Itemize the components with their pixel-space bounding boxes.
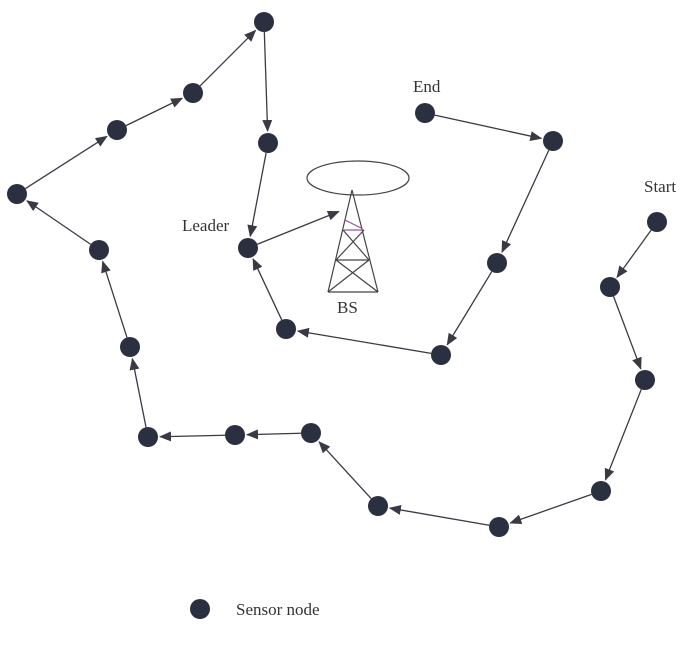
sensor-node — [487, 253, 507, 273]
base-station-tower-icon — [306, 160, 410, 293]
leader-label: Leader — [182, 216, 230, 235]
chain-arrow — [245, 429, 302, 440]
chain-arrow — [25, 135, 108, 190]
sensor-node — [543, 131, 563, 151]
chain-arrow — [26, 200, 92, 245]
legend-sensor-node-label: Sensor node — [236, 600, 320, 619]
leader-to-bs-arrow — [257, 210, 340, 245]
sensor-node — [138, 427, 158, 447]
base-station-label: BS — [337, 298, 358, 317]
chain-arrow — [247, 152, 267, 238]
sensor-node — [183, 83, 203, 103]
chain-arrow — [612, 296, 642, 370]
sensor-node — [89, 240, 109, 260]
sensor-node — [225, 425, 245, 445]
legend-sensor-node-icon — [190, 599, 210, 619]
chain-arrow — [129, 357, 147, 428]
sensor-node — [276, 319, 296, 339]
end-sensor-node — [415, 103, 435, 123]
sensor-node — [431, 345, 451, 365]
sensor-node — [7, 184, 27, 204]
chain-arrow — [125, 97, 184, 127]
chain-arrow — [318, 441, 372, 500]
chain-arrow — [616, 229, 652, 279]
chain-arrow — [101, 260, 128, 338]
chain-arrow — [509, 493, 592, 525]
sensor-node — [489, 517, 509, 537]
chain-arrow — [262, 31, 273, 133]
chain-arrow — [296, 327, 432, 354]
sensor-node — [301, 423, 321, 443]
chain-arrow — [434, 114, 543, 141]
sensor-node — [600, 277, 620, 297]
chain-arrow — [604, 389, 642, 481]
sensor-node — [254, 12, 274, 32]
chain-arrow — [388, 505, 490, 526]
sensor-node — [635, 370, 655, 390]
chain-arrow — [199, 29, 257, 87]
sensor-node — [120, 337, 140, 357]
sensor-node — [258, 133, 278, 153]
sensor-node — [368, 496, 388, 516]
sensor-node — [107, 120, 127, 140]
chain-arrow — [158, 431, 226, 442]
end-label: End — [413, 77, 441, 96]
start-sensor-node — [647, 212, 667, 232]
start-label: Start — [644, 177, 676, 196]
chain-arrow — [252, 257, 283, 321]
chain-arrow — [446, 271, 493, 346]
sensor-node — [591, 481, 611, 501]
chain-arrow — [501, 149, 550, 254]
leader-sensor-node — [238, 238, 258, 258]
chain-edges — [25, 29, 652, 526]
sensor-nodes — [7, 12, 667, 537]
